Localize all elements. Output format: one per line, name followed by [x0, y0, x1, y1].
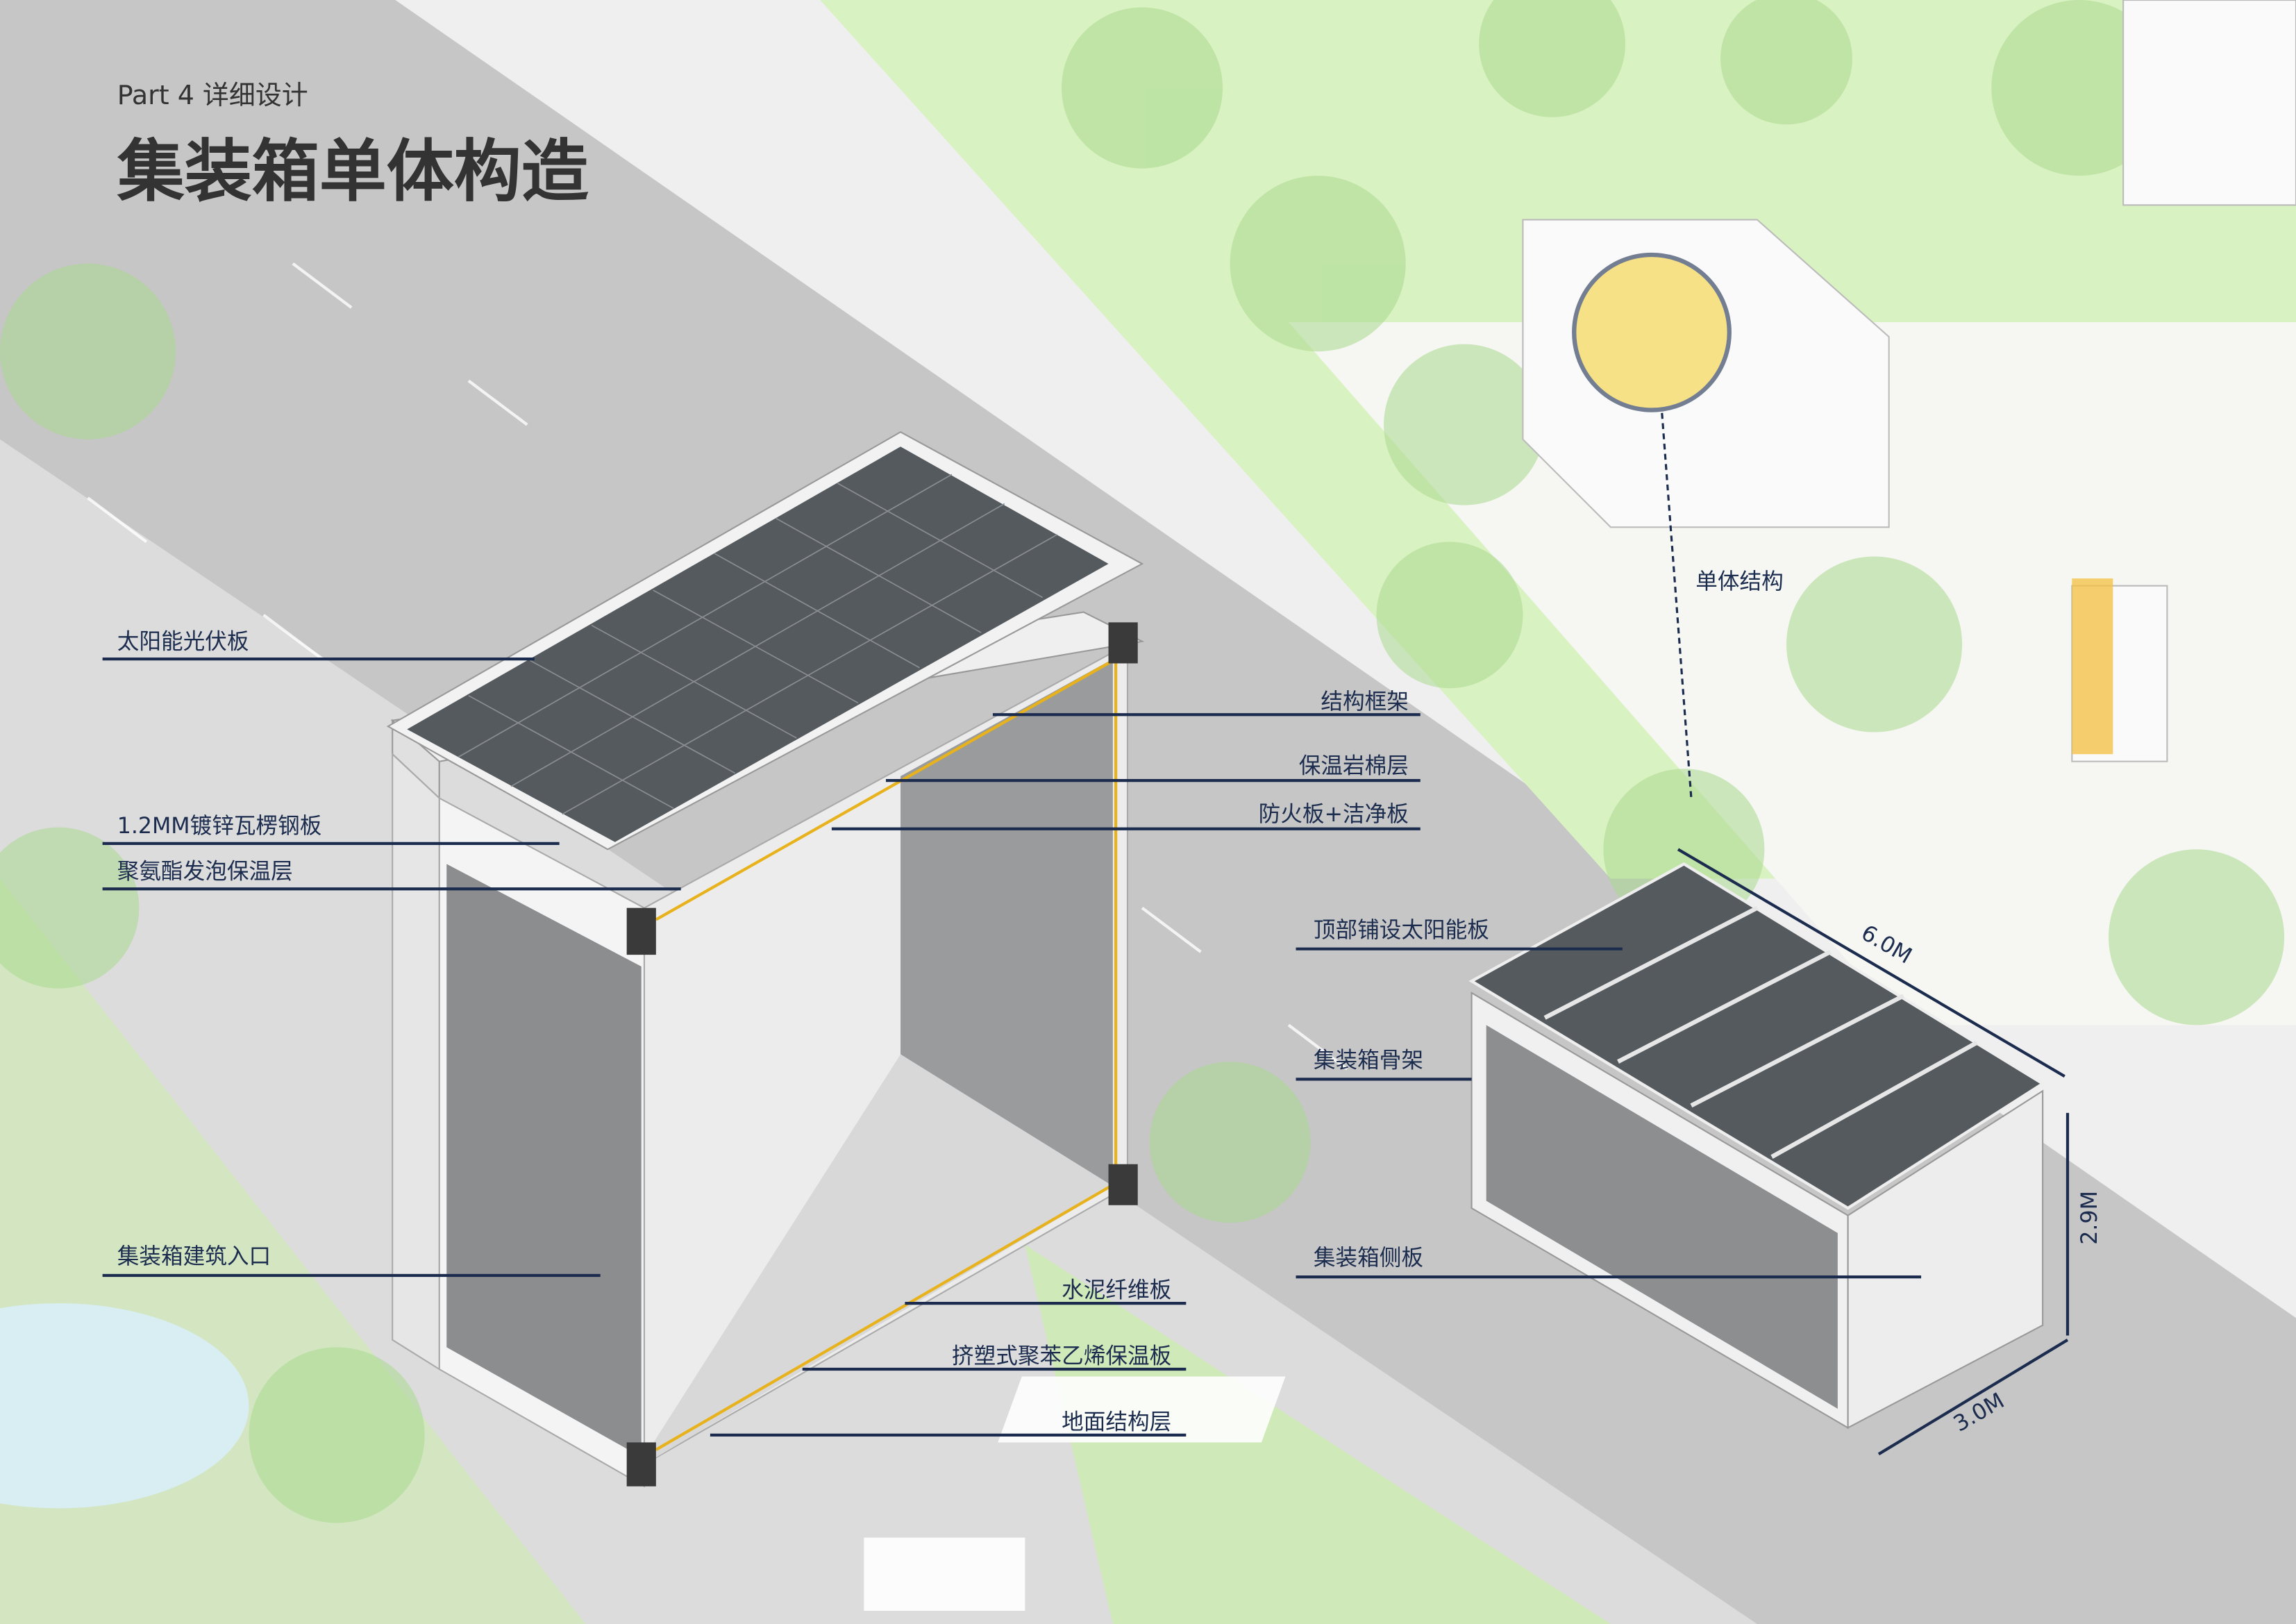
label-pv-panel: 太阳能光伏板 — [117, 629, 249, 654]
solar-panel-exploded — [386, 430, 1144, 851]
unit-annotations: 顶部铺设太阳能板 集装箱骨架 集装箱侧板 — [1296, 918, 1922, 1279]
label-cement-board: 水泥纤维板 — [1062, 1278, 1171, 1303]
label-skeleton: 集装箱骨架 — [1314, 1048, 1423, 1073]
label-rock-wool: 保温岩棉层 — [1299, 754, 1409, 779]
exploded-container — [386, 430, 1145, 1488]
label-ground-layer: 地面结构层 — [1062, 1409, 1171, 1434]
assembled-container — [1468, 862, 2046, 1430]
left-annotations: 太阳能光伏板 1.2MM镀锌瓦楞钢板 聚氨酯发泡保温层 集装箱建筑入口 — [102, 629, 681, 1278]
label-pu-foam: 聚氨酯发泡保温层 — [117, 859, 293, 884]
label-xps-board: 挤塑式聚苯乙烯保温板 — [952, 1344, 1171, 1369]
dim-height: 2.9M — [2077, 1191, 2102, 1245]
right-annotations: 结构框架 保温岩棉层 防火板+洁净板 水泥纤维板 挤塑式聚苯乙烯保温板 地面结构… — [710, 689, 1421, 1437]
label-fire-board: 防火板+洁净板 — [1259, 802, 1409, 827]
page-title: 集装箱单体构造 — [117, 132, 589, 211]
label-entrance: 集装箱建筑入口 — [117, 1244, 271, 1269]
label-frame: 结构框架 — [1321, 689, 1409, 714]
detail-magnifier — [1572, 252, 1732, 412]
part-label: Part 4 详细设计 — [117, 80, 308, 110]
label-single-structure: 单体结构 — [1695, 569, 1784, 594]
crosswalk — [864, 1376, 1286, 1611]
label-roof-solar: 顶部铺设太阳能板 — [1314, 918, 1489, 943]
label-side-panel: 集装箱侧板 — [1314, 1246, 1423, 1271]
label-steel-sheet: 1.2MM镀锌瓦楞钢板 — [117, 814, 322, 839]
